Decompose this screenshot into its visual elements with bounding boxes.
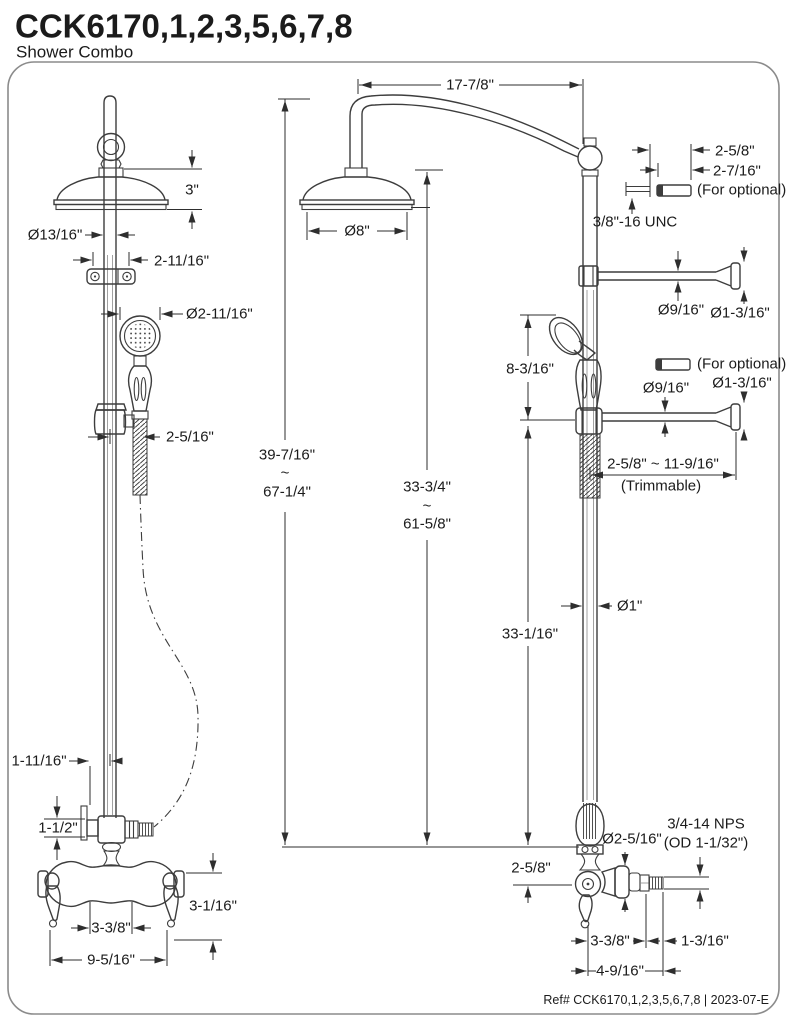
label-thread-spec: 3/8"-16 UNC [593, 214, 678, 231]
side-valve-assembly [574, 803, 664, 929]
side-hand-shower [548, 316, 603, 499]
label-for-optional-top: (For optional) [697, 182, 786, 199]
dim-outlet-offset-a: 3-3/8" [590, 933, 630, 950]
side-dimensions: 17-7/8" Ø8" 2-5/8" 2-7/16" (For optional… [306, 77, 786, 980]
front-wall-bracket [86, 268, 136, 285]
dim-riser-height-min: 33-3/4" [403, 479, 451, 496]
side-support-bar-1 [578, 262, 741, 290]
side-shower-arm [349, 94, 603, 177]
tee-body [97, 815, 126, 844]
dim-approx-2: ~ [423, 498, 432, 515]
side-optional-nipple-top [625, 144, 692, 197]
shared-dimensions: 39-7/16" ~ 67-1/4" 33-3/4" ~ 61-5/8" [259, 98, 579, 848]
outlet-escutcheon [614, 865, 630, 899]
dim-overall-height-min: 39-7/16" [259, 447, 315, 464]
slider-arm [123, 414, 135, 428]
dim-nipple-len-b: 2-7/16" [713, 163, 761, 180]
hand-shower-grip [127, 365, 153, 412]
right-handle-hinge [162, 872, 178, 890]
ball-joint [577, 145, 603, 171]
dim-outlet-offset-b: 1-3/16" [681, 933, 729, 950]
dim-connector-od: Ø2-5/16" [602, 831, 662, 848]
front-diverter-tee [80, 805, 154, 867]
hose-thread [583, 803, 597, 839]
dim-handshower-height: 8-3/16" [506, 361, 554, 378]
label-outlet-od: (OD 1-1/32") [664, 835, 749, 852]
slider-flare [95, 403, 127, 411]
dim-outlet-offset-total: 4-9/16" [596, 963, 644, 980]
dim-lower-riser: 33-1/16" [502, 626, 558, 643]
dim-bar1-flange-od: Ø1-3/16" [710, 305, 770, 322]
wall-flange [730, 403, 741, 431]
valve-lever-handle [578, 894, 593, 923]
left-handle-hinge [44, 872, 60, 890]
side-hose-coil [579, 433, 601, 499]
side-view: 17-7/8" Ø8" 2-5/8" 2-7/16" (For optional… [299, 77, 786, 980]
front-view: 3" Ø13/16" 2-11/16" Ø2-11/16" 2-5/16" 1-… [11, 95, 253, 969]
spray-face [127, 323, 153, 349]
dim-riser-height-max: 61-5/8" [403, 516, 451, 533]
right-lever-handle [163, 885, 179, 922]
dim-overall-height-max: 67-1/4" [263, 484, 311, 501]
dim-bar1-od: Ø9/16" [658, 302, 704, 319]
dim-pipe-od: Ø13/16" [28, 227, 83, 244]
dim-hose-offset: 2-5/16" [166, 429, 214, 446]
dim-tee-offset: 1-11/16" [11, 753, 66, 770]
side-optional-nipple-mid [655, 358, 691, 371]
valve-body [574, 870, 602, 898]
wall-plate [80, 805, 88, 841]
holder-clamp [575, 407, 603, 435]
dim-port-height: 1-1/2" [38, 820, 78, 837]
outlet-knuckle [600, 867, 616, 897]
dim-approx-1: ~ [281, 465, 290, 482]
hose-coil [132, 418, 148, 496]
faucet-body [45, 860, 177, 908]
page-subtitle: Shower Combo [16, 43, 133, 62]
wall-flange [730, 262, 741, 290]
dim-faucet-width: 9-5/16" [87, 952, 135, 969]
dim-head-height: 3" [185, 182, 199, 199]
drawing-border [7, 61, 780, 1015]
diverter-housing [575, 803, 605, 847]
front-shower-head [53, 167, 169, 211]
front-tub-faucet [37, 860, 185, 928]
dim-arm-reach: 17-7/8" [446, 77, 494, 94]
dim-bar-length-range: 2-5/8" ~ 11-9/16" [607, 456, 719, 473]
front-hand-shower [93, 315, 199, 828]
dim-handshower-od: Ø2-11/16" [186, 306, 253, 323]
dim-riser-od: Ø1" [617, 598, 642, 615]
hose-path [139, 494, 199, 828]
dim-head-od: Ø8" [344, 223, 369, 240]
dim-bracket-width: 2-11/16" [154, 253, 209, 270]
outlet-nipple [648, 876, 664, 890]
label-outlet-thread: 3/4-14 NPS [667, 816, 745, 833]
hex-nut [124, 820, 139, 839]
front-dimensions: 3" Ø13/16" 2-11/16" Ø2-11/16" 2-5/16" 1-… [11, 150, 253, 969]
hose-nipple [137, 822, 154, 837]
hanging-ring [96, 132, 126, 162]
left-port [86, 819, 99, 837]
dim-bar2-od: Ø9/16" [643, 380, 689, 397]
label-trimmable: (Trimmable) [621, 478, 701, 495]
dim-nipple-len-a: 2-5/8" [715, 143, 755, 160]
page-title: CCK6170,1,2,3,5,6,7,8 [15, 8, 353, 45]
page-header: CCK6170,1,2,3,5,6,7,8 Shower Combo [15, 8, 353, 62]
dim-bar2-flange-od: Ø1-3/16" [712, 375, 772, 392]
side-support-bar-2 [602, 403, 741, 431]
dim-outlet-drop: 2-5/8" [511, 860, 551, 877]
front-riser-pipe [96, 95, 126, 818]
dim-handle-drop: 3-1/16" [189, 898, 237, 915]
dim-valve-centers: 3-3/8" [91, 920, 131, 937]
side-shower-head [299, 167, 415, 211]
slider-body [93, 409, 127, 435]
label-for-optional-mid: (For optional) [697, 356, 786, 373]
reference-footer: Ref# CCK6170,1,2,3,5,6,7,8 | 2023-07-E [543, 993, 769, 1007]
